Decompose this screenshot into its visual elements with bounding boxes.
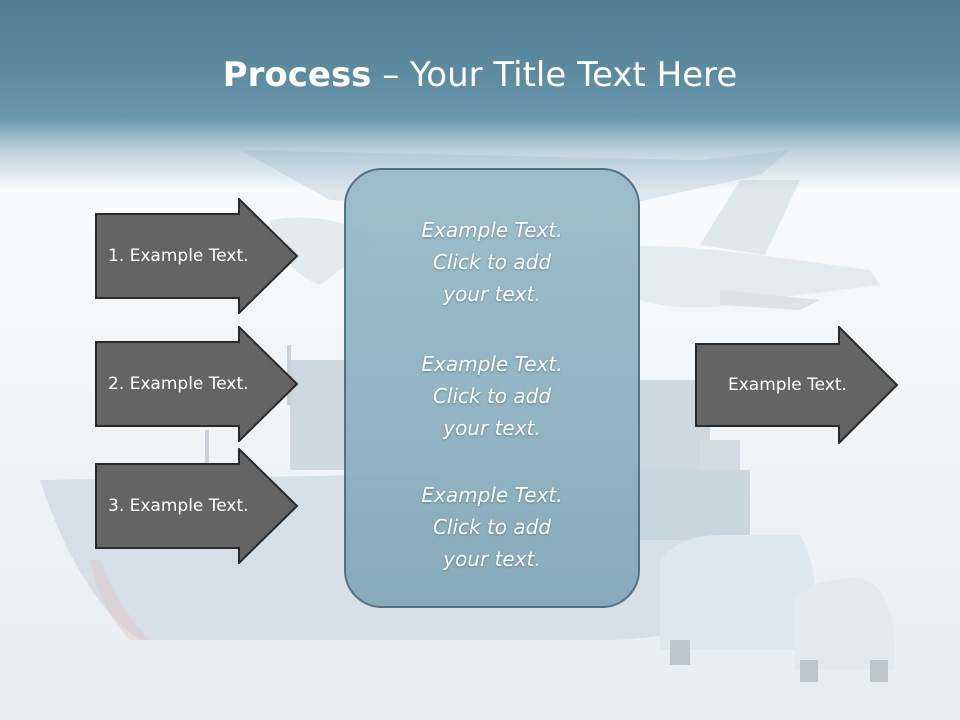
left-arrow-1[interactable]: 1. Example Text. [95,198,299,314]
title-bold-text: Process [222,55,372,95]
title-rest-text: – Your Title Text Here [371,55,738,95]
arrow-right-shape [95,326,299,442]
left-arrow-2[interactable]: 2. Example Text. [95,326,299,442]
center-paragraph-2: Example Text. Click to add your text. [421,352,563,440]
title-bar [0,0,960,190]
left-arrow-3[interactable]: 3. Example Text. [95,448,299,564]
arrow-right-shape [695,326,899,444]
left-arrow-1-label: 1. Example Text. [108,246,249,266]
right-arrow-label: Example Text. [728,375,847,395]
center-text-box[interactable]: Example Text. Click to add your text. Ex… [344,168,640,608]
left-arrow-2-label: 2. Example Text. [108,374,249,394]
arrow-right-shape [95,198,299,314]
center-paragraph-3: Example Text. Click to add your text. [421,483,563,571]
arrow-right-shape [95,448,299,564]
right-arrow[interactable]: Example Text. [695,326,899,444]
left-arrow-3-label: 3. Example Text. [108,496,249,516]
slide-title[interactable]: Process – Your Title Text Here [0,52,960,98]
center-paragraph-1: Example Text. Click to add your text. [421,218,563,306]
